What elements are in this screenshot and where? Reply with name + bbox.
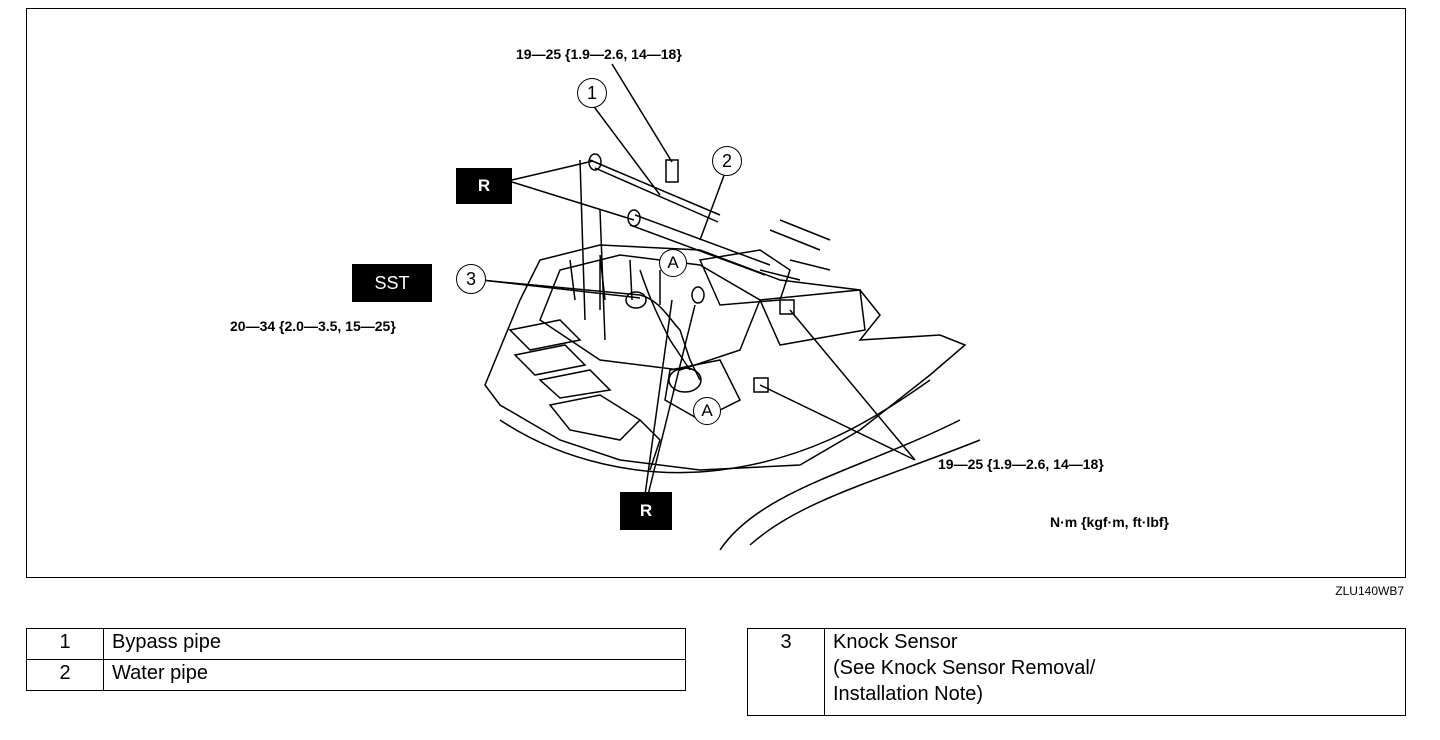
lower-engine-contour xyxy=(499,379,931,474)
legend-table-left: 1 Bypass pipe 2 Water pipe xyxy=(26,628,686,691)
figure-code: ZLU140WB7 xyxy=(1335,584,1404,598)
legend-number: 2 xyxy=(26,659,104,691)
water-pipe xyxy=(629,214,771,276)
leader-torque-top xyxy=(611,63,673,163)
bolt-right-lower xyxy=(753,377,769,393)
intake-runner-2 xyxy=(513,344,587,376)
bolt-right-upper xyxy=(779,299,795,315)
legend-row: 1 Bypass pipe xyxy=(26,628,686,660)
marker-a-upper: A xyxy=(659,249,687,277)
r-badge-bottom: R xyxy=(620,492,672,530)
valve-cover xyxy=(758,289,866,346)
connector-cluster xyxy=(759,219,831,281)
o-ring-top xyxy=(588,153,602,171)
leader-r-top-b xyxy=(511,181,635,221)
bolt-top xyxy=(665,159,679,183)
o-ring-low xyxy=(691,286,705,304)
chassis-curve-2 xyxy=(749,439,981,546)
hose-lower xyxy=(639,419,661,471)
callout-1: 1 xyxy=(577,78,607,108)
torque-label-top: 19—25 {1.9—2.6, 14—18} xyxy=(516,46,682,62)
leader-r-bottom-a xyxy=(644,299,673,496)
diagram-frame xyxy=(26,8,1406,578)
thermostat-housing xyxy=(668,367,702,393)
torque-label-right: 19—25 {1.9—2.6, 14—18} xyxy=(938,456,1104,472)
bracket-right xyxy=(579,159,586,321)
legend-line: (See Knock Sensor Removal/ xyxy=(833,657,1096,679)
intake-runner-3 xyxy=(538,369,612,399)
torque-label-left: 20—34 {2.0—3.5, 15—25} xyxy=(230,318,396,334)
leader-callout-3 xyxy=(481,279,641,299)
callout-2: 2 xyxy=(712,146,742,176)
legend-row: 2 Water pipe xyxy=(26,659,686,691)
leader-r-top-a xyxy=(511,160,594,181)
legend-row: 3 Knock Sensor (See Knock Sensor Removal… xyxy=(747,628,1406,716)
legend-line: Installation Note) xyxy=(833,683,984,705)
legend-description: Knock Sensor (See Knock Sensor Removal/ … xyxy=(824,628,1406,716)
legend-number: 1 xyxy=(26,628,104,660)
chassis-curve xyxy=(719,419,961,551)
oil-pan-shape xyxy=(548,394,642,441)
callout-3: 3 xyxy=(456,264,486,294)
distributor-body xyxy=(698,249,791,306)
legend-table-right: 3 Knock Sensor (See Knock Sensor Removal… xyxy=(747,628,1406,716)
engine-block-outline xyxy=(484,244,967,471)
r-badge-top: R xyxy=(456,168,512,204)
leader-torque-right-b xyxy=(759,384,916,461)
bracket-left xyxy=(599,209,606,341)
leader-torque-right-a xyxy=(789,309,916,461)
intake-runner-1 xyxy=(508,319,582,351)
legend-line: Knock Sensor xyxy=(833,631,958,653)
sensor-harness xyxy=(639,269,691,371)
legend-description: Bypass pipe xyxy=(103,628,686,660)
leader-r-bottom-b xyxy=(647,304,696,496)
legend-number: 3 xyxy=(747,628,825,716)
sst-badge: SST xyxy=(352,264,432,302)
units-label: N·m {kgf·m, ft·lbf} xyxy=(1050,514,1169,530)
knock-sensor-body xyxy=(625,291,647,309)
marker-a-lower: A xyxy=(693,397,721,425)
leader-callout-1 xyxy=(591,103,661,196)
legend-description: Water pipe xyxy=(103,659,686,691)
leader-callout-2 xyxy=(699,169,727,241)
knock-sensor-wire xyxy=(479,279,701,381)
o-ring-mid xyxy=(627,209,641,227)
